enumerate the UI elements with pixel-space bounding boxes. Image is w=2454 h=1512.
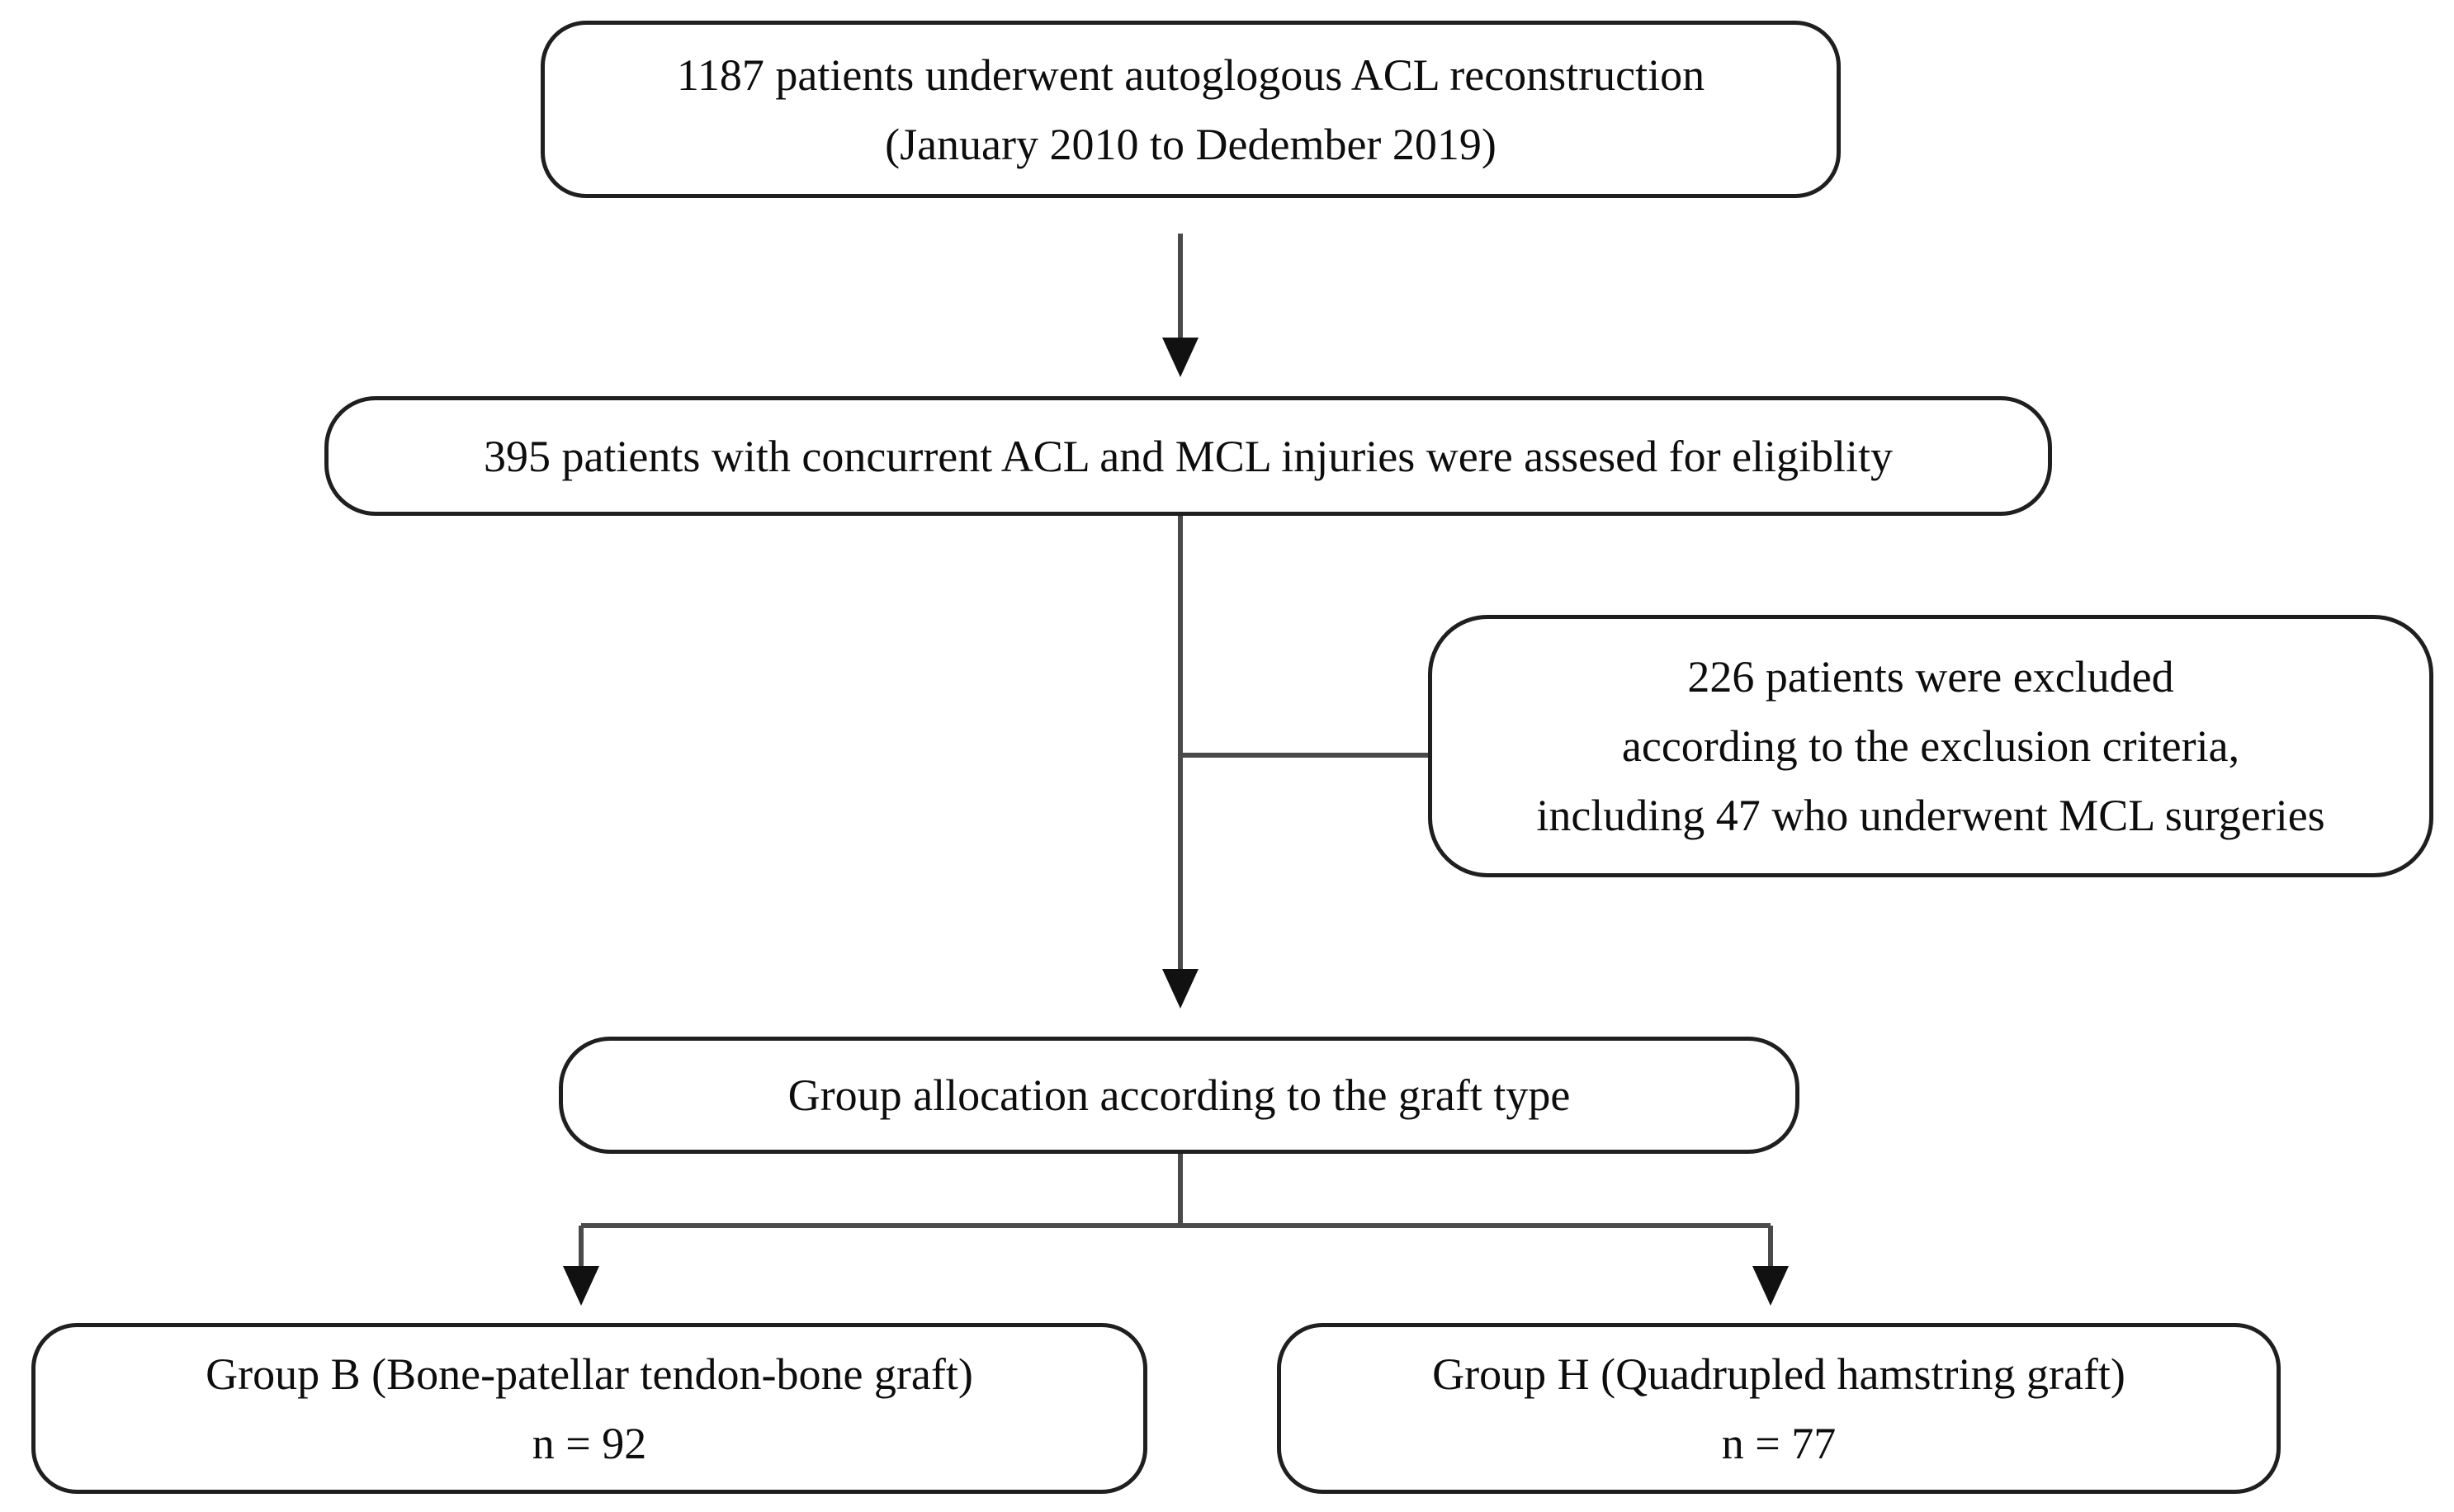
box-line: Group allocation according to the graft …: [787, 1070, 1571, 1120]
box-group-allocation: Group allocation according to the graft …: [559, 1037, 1799, 1154]
arrow-allocation-to-group-b-head: [563, 1266, 599, 1306]
box-line: n = 77: [1721, 1418, 1837, 1468]
box-group-b: Group B (Bone-patellar tendon-bone graft…: [31, 1323, 1147, 1494]
box-line: Group B (Bone-patellar tendon-bone graft…: [206, 1349, 973, 1399]
arrow-reconstruction-to-eligibility-head: [1162, 338, 1199, 377]
box-line: n = 92: [532, 1418, 647, 1468]
box-line: 395 patients with concurrent ACL and MCL…: [483, 431, 1894, 481]
box-line: 1187 patients underwent autoglogous ACL …: [676, 50, 1705, 100]
arrow-eligibility-to-allocation-head: [1162, 969, 1199, 1009]
box-patients-excluded: 226 patients were excluded according to …: [1428, 615, 2433, 877]
box-assessed-for-eligibility: 395 patients with concurrent ACL and MCL…: [324, 396, 2052, 516]
box-line: including 47 who underwent MCL surgeries: [1536, 791, 2325, 840]
box-line: according to the exclusion criteria,: [1621, 721, 2240, 771]
box-group-h: Group H (Quadrupled hamstring graft) n =…: [1277, 1323, 2281, 1494]
box-line: 226 patients were excluded: [1687, 652, 2174, 702]
box-acl-reconstruction: 1187 patients underwent autoglogous ACL …: [541, 21, 1841, 198]
box-line: (January 2010 to Dedember 2019): [885, 119, 1497, 169]
arrow-allocation-to-group-h-head: [1752, 1266, 1789, 1306]
box-line: Group H (Quadrupled hamstring graft): [1432, 1349, 2125, 1399]
